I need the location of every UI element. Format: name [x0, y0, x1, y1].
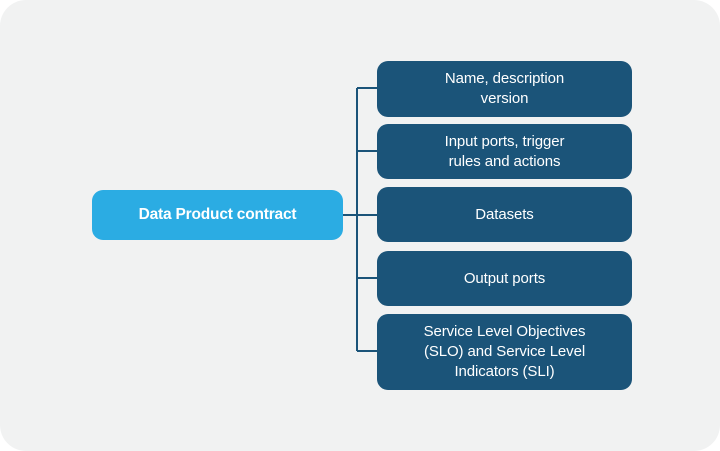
- node-branch-output-ports[interactable]: Output ports: [377, 251, 632, 306]
- node-branch-label: Output ports: [463, 269, 546, 287]
- node-branch-label: Datasets: [475, 205, 534, 223]
- node-branch-input-ports-trigger-rules-actions[interactable]: Input ports, trigger rules and actions: [377, 124, 632, 179]
- node-branch-name-description-version[interactable]: Name, description version: [377, 61, 632, 117]
- node-branch-label: Name, description version: [444, 70, 565, 107]
- node-root-data-product-contract[interactable]: Data Product contract: [92, 190, 343, 240]
- node-branch-service-level-objectives-indicators[interactable]: Service Level Objectives (SLO) and Servi…: [377, 314, 632, 390]
- node-branch-datasets[interactable]: Datasets: [377, 187, 632, 242]
- node-branch-label: Service Level Objectives (SLO) and Servi…: [423, 323, 586, 380]
- node-root-label: Data Product contract: [138, 205, 297, 223]
- node-branch-label: Input ports, trigger rules and actions: [444, 132, 565, 170]
